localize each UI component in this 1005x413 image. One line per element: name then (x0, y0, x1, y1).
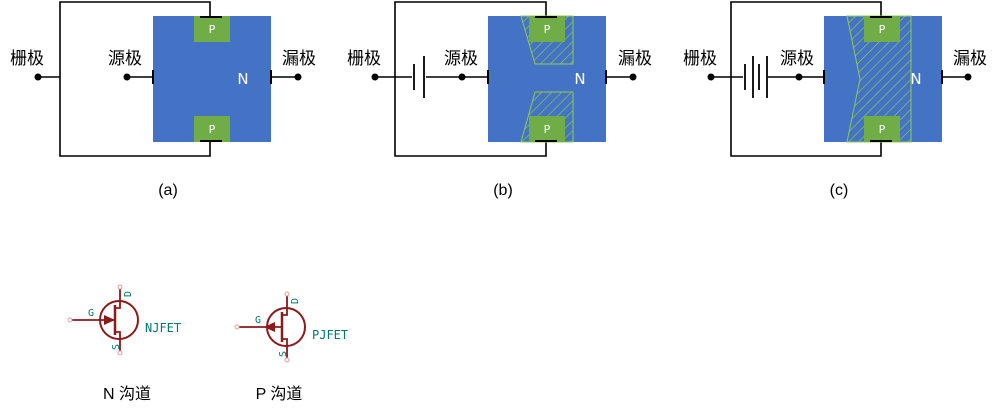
gate-label: 栅极 (347, 49, 381, 69)
source-terminal (458, 73, 466, 81)
caption-b: (b) (493, 182, 513, 199)
gate-terminal (34, 73, 42, 81)
gate-label: 栅极 (683, 49, 717, 69)
caption-a: (a) (158, 182, 178, 199)
p-label-bottom: P (879, 123, 886, 136)
pjfet-arrow-icon (264, 322, 275, 332)
source-label: 源极 (444, 49, 478, 69)
n-label: N (237, 70, 248, 88)
p-region-top (864, 16, 900, 42)
pjfet-drain-lead (282, 296, 288, 316)
njfet-source-lead (115, 331, 121, 351)
njfet-caption: N 沟道 (103, 385, 151, 403)
gate-label: 栅极 (10, 49, 44, 69)
p-region-top (529, 16, 565, 42)
pjfet-symbol: G D S PJFET P 沟道 (234, 291, 348, 403)
source-label: 源极 (108, 49, 142, 69)
njfet-d-label: D (123, 291, 134, 297)
source-label: 源极 (780, 49, 814, 69)
circuit-wires (34, 1, 302, 157)
panel-c: P P N 栅极 源极 漏极 (c) (683, 1, 987, 199)
source-terminal (795, 73, 803, 81)
n-label: N (910, 70, 921, 88)
pjfet-caption: P 沟道 (256, 385, 303, 403)
p-region-bottom (864, 116, 900, 142)
gate-terminal (371, 73, 379, 81)
battery-icon (413, 56, 425, 98)
njfet-s-label: S (111, 344, 122, 350)
caption-c: (c) (830, 182, 849, 199)
njfet-drain-lead (115, 289, 121, 309)
pjfet-g-label: G (255, 315, 261, 326)
pjfet-d-label: D (290, 298, 301, 304)
circuit-wires (707, 1, 972, 157)
gate-terminal (707, 73, 715, 81)
drain-label: 漏极 (953, 49, 987, 69)
panel-a: P P N 栅极 源极 漏极 (a) (10, 1, 316, 199)
drain-terminal (964, 73, 972, 81)
njfet-g-label: G (88, 308, 94, 319)
pjfet-name: PJFET (312, 328, 348, 342)
n-label: N (574, 70, 585, 88)
circuit-wires (371, 1, 637, 157)
pjfet-source-lead (282, 338, 288, 358)
drain-label: 漏极 (618, 49, 652, 69)
p-region-bottom (529, 116, 565, 142)
p-region-bottom (194, 116, 230, 142)
drain-terminal (294, 73, 302, 81)
p-label-top: P (544, 23, 551, 36)
p-label-top: P (209, 23, 216, 36)
p-label-bottom: P (209, 123, 216, 136)
source-terminal (123, 73, 131, 81)
drain-label: 漏极 (282, 49, 316, 69)
njfet-symbol: G D S NJFET N 沟道 (67, 284, 181, 403)
p-region-top (194, 16, 230, 42)
drain-terminal (629, 73, 637, 81)
p-label-bottom: P (544, 123, 551, 136)
njfet-arrow-icon (104, 315, 115, 325)
battery-icon (744, 56, 768, 98)
pjfet-s-label: S (278, 351, 289, 357)
njfet-name: NJFET (145, 321, 181, 335)
p-label-top: P (879, 23, 886, 36)
panel-b: P P N 栅极 源极 漏极 (b) (347, 1, 652, 199)
